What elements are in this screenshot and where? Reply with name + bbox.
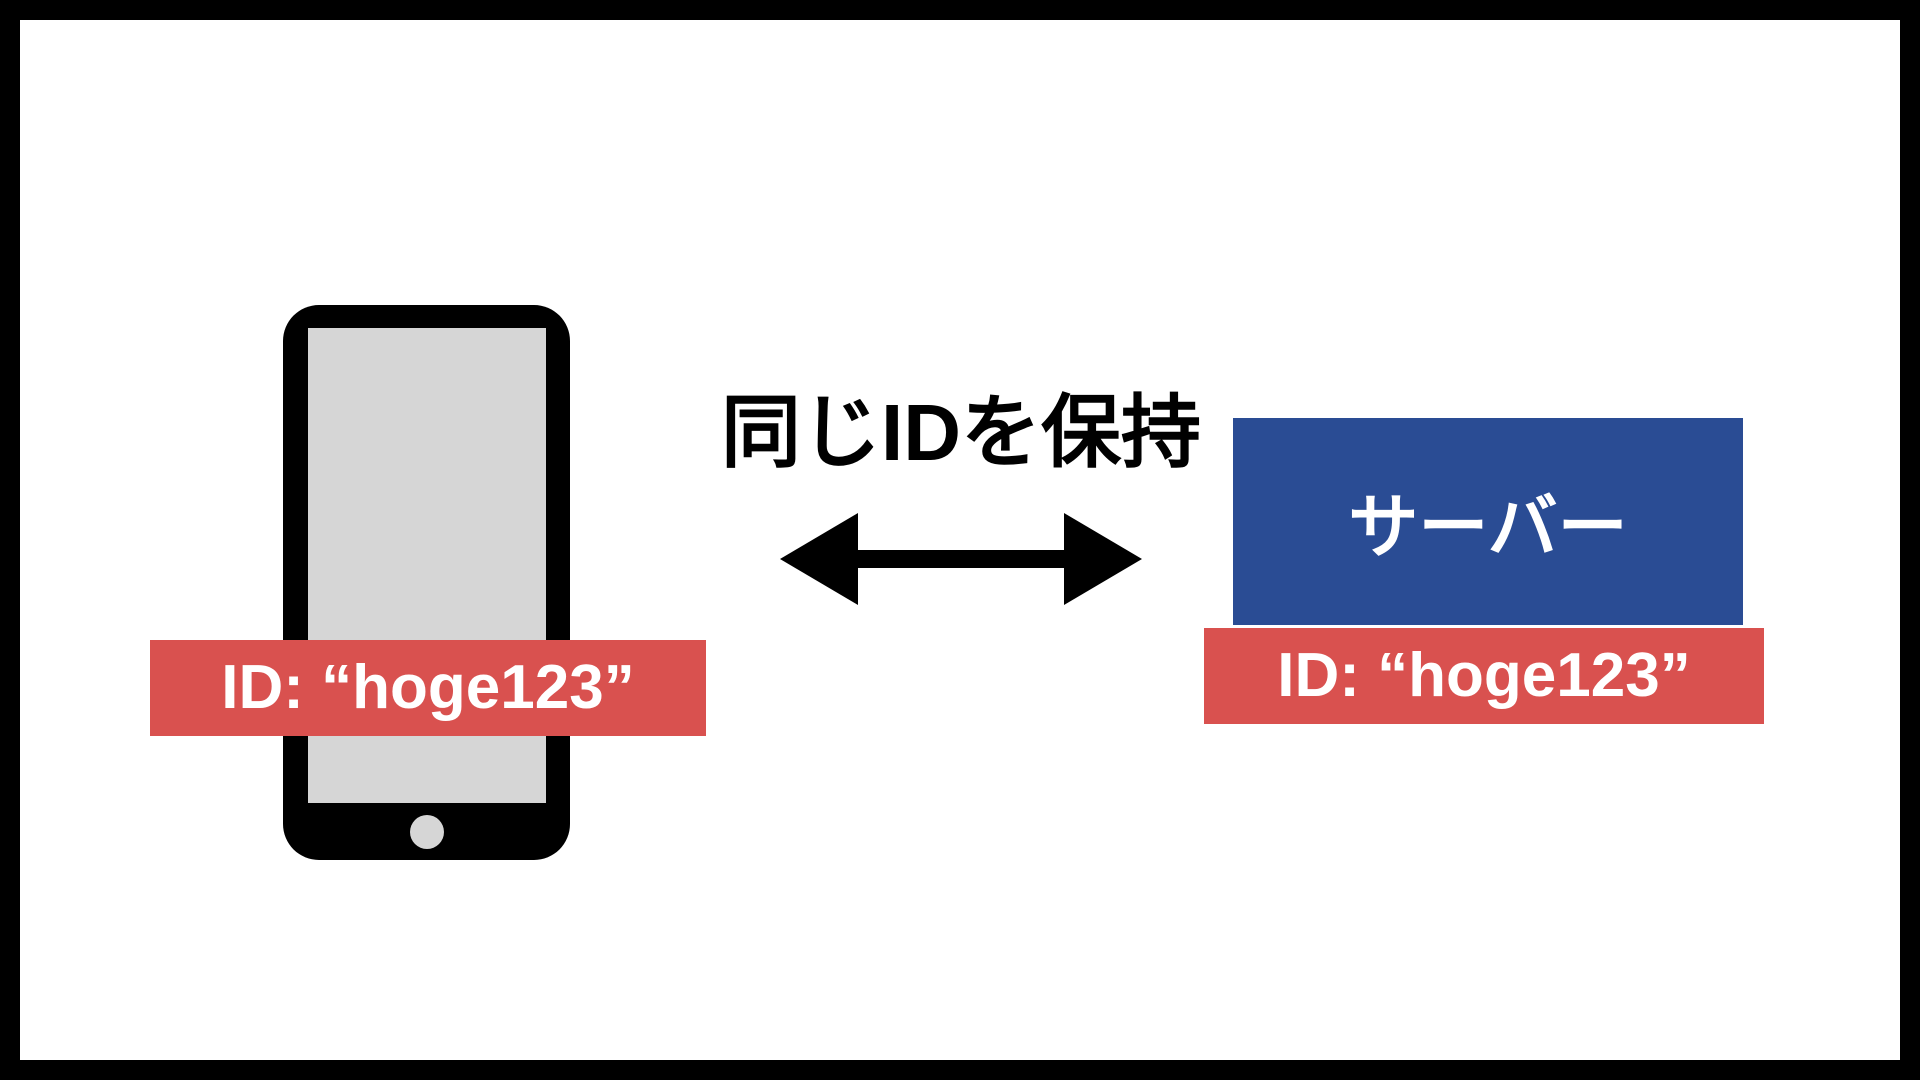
- bidirectional-arrow-icon: [780, 513, 1142, 605]
- phone-id-badge: ID: “hoge123”: [150, 640, 706, 736]
- phone-home-button-icon: [410, 815, 444, 849]
- smartphone-icon: [283, 305, 570, 860]
- server-id-badge: ID: “hoge123”: [1204, 628, 1764, 724]
- relation-label: 同じIDを保持: [721, 388, 1201, 477]
- server-box: サーバー: [1233, 418, 1743, 625]
